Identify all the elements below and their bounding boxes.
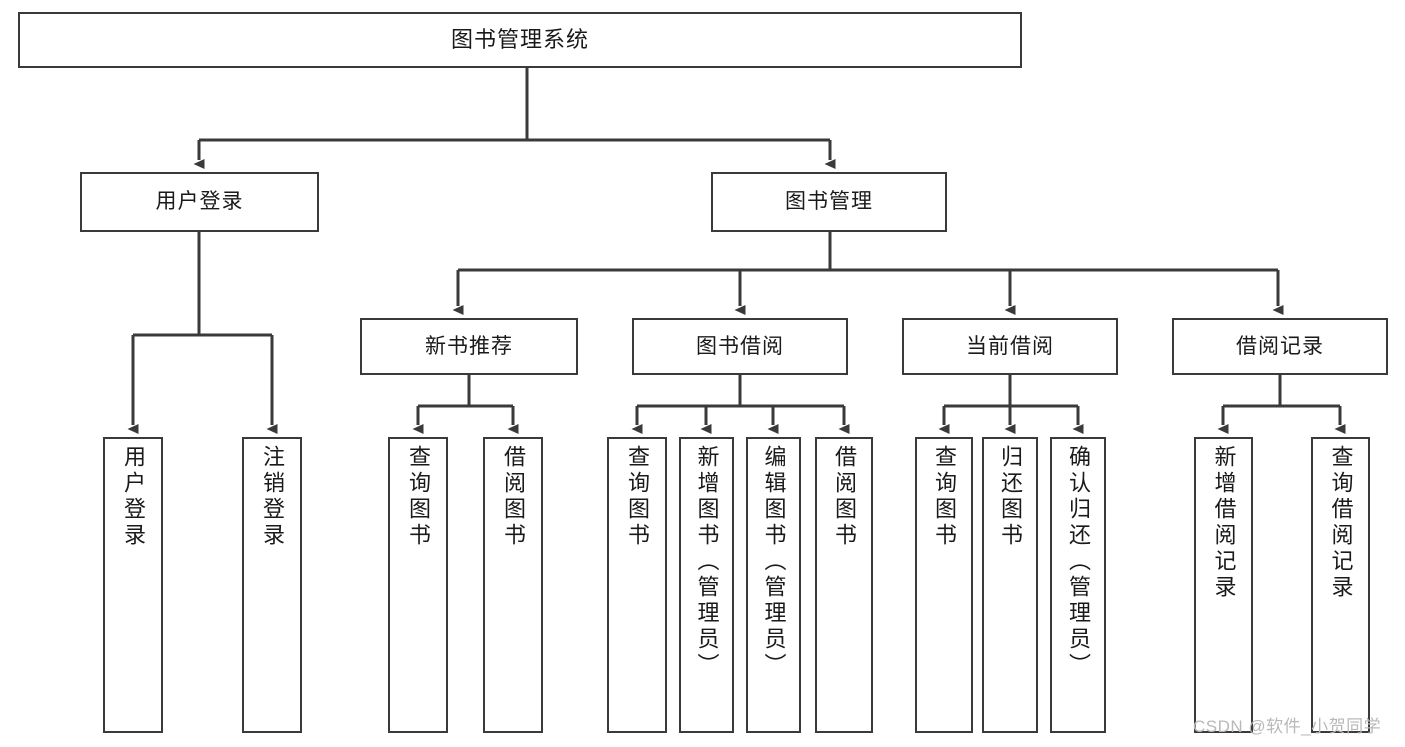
node-current-borrow[interactable]: 当前借阅 xyxy=(902,318,1118,375)
node-borrow-record-label: 借阅记录 xyxy=(1236,334,1324,358)
node-new-book-recommend-label: 新书推荐 xyxy=(425,334,513,358)
node-book-manage[interactable]: 图书管理 xyxy=(711,172,947,232)
node-current-borrow-label: 当前借阅 xyxy=(966,334,1054,358)
node-leaf-borrow-book-2-label: 借阅图书 xyxy=(832,445,857,549)
node-leaf-add-book[interactable]: 新增图书（管理员） xyxy=(679,437,734,733)
node-leaf-query-book-2[interactable]: 查询图书 xyxy=(607,437,667,733)
node-leaf-edit-book-label: 编辑图书（管理员） xyxy=(761,445,787,679)
node-leaf-confirm-return-label: 确认归还（管理员） xyxy=(1066,445,1091,679)
node-leaf-add-book-label: 新增图书（管理员） xyxy=(694,445,720,679)
node-leaf-return-book-label: 归还图书 xyxy=(998,445,1023,549)
node-leaf-query-book-1[interactable]: 查询图书 xyxy=(388,437,448,733)
node-leaf-user-login-label: 用户登录 xyxy=(121,445,146,549)
node-leaf-user-login[interactable]: 用户登录 xyxy=(103,437,163,733)
node-leaf-logout[interactable]: 注销登录 xyxy=(242,437,302,733)
node-leaf-add-record[interactable]: 新增借阅记录 xyxy=(1194,437,1253,733)
node-borrow-record[interactable]: 借阅记录 xyxy=(1172,318,1388,375)
node-root[interactable]: 图书管理系统 xyxy=(18,12,1022,68)
node-leaf-add-record-label: 新增借阅记录 xyxy=(1211,445,1237,601)
node-leaf-borrow-book-1-label: 借阅图书 xyxy=(501,445,526,549)
node-leaf-borrow-book-1[interactable]: 借阅图书 xyxy=(483,437,543,733)
node-leaf-confirm-return[interactable]: 确认归还（管理员） xyxy=(1050,437,1106,733)
node-leaf-return-book[interactable]: 归还图书 xyxy=(982,437,1038,733)
node-leaf-logout-label: 注销登录 xyxy=(260,445,285,549)
node-leaf-query-book-1-label: 查询图书 xyxy=(406,445,431,549)
csdn-watermark: CSDN @软件_小贺同学 xyxy=(1193,717,1382,736)
node-leaf-borrow-book-2[interactable]: 借阅图书 xyxy=(815,437,873,733)
node-leaf-query-book-3[interactable]: 查询图书 xyxy=(915,437,973,733)
node-user-login[interactable]: 用户登录 xyxy=(80,172,319,232)
node-leaf-edit-book[interactable]: 编辑图书（管理员） xyxy=(746,437,801,733)
node-leaf-query-record[interactable]: 查询借阅记录 xyxy=(1311,437,1370,733)
node-book-manage-label: 图书管理 xyxy=(785,190,873,214)
node-leaf-query-book-3-label: 查询图书 xyxy=(932,445,957,549)
node-user-login-label: 用户登录 xyxy=(155,190,244,214)
node-book-borrow-label: 图书借阅 xyxy=(696,334,784,358)
node-new-book-recommend[interactable]: 新书推荐 xyxy=(360,318,578,375)
node-book-borrow[interactable]: 图书借阅 xyxy=(632,318,848,375)
node-root-label: 图书管理系统 xyxy=(450,26,589,52)
node-leaf-query-record-label: 查询借阅记录 xyxy=(1328,445,1354,601)
node-leaf-query-book-2-label: 查询图书 xyxy=(625,445,650,549)
